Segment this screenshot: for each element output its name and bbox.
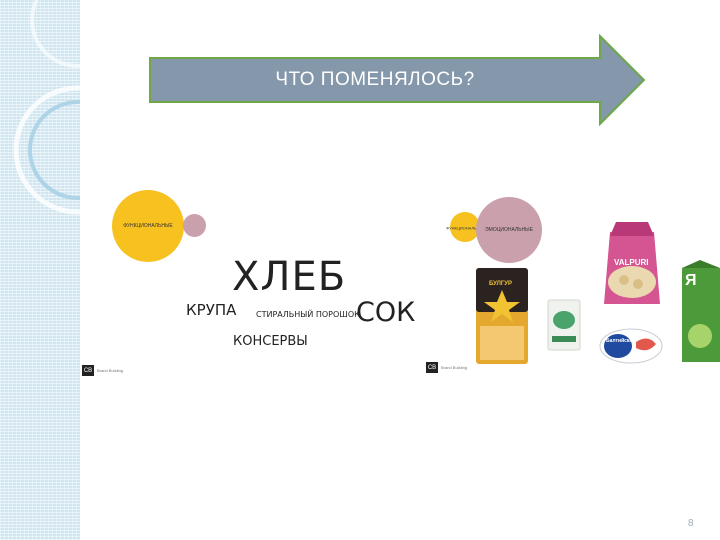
fish-label: Балтийская [606,338,636,344]
word-powder: СТИРАЛЬНЫЙ ПОРОШОК [256,310,360,319]
word-canned: КОНСЕРВЫ [233,334,308,349]
slide-title: ЧТО ПОМЕНЯЛОСЬ? [275,69,475,90]
functional-circle-label: ФУНКЦИОНАЛЬНЫЕ [123,223,173,229]
word-bread: ХЛЕБ [232,254,347,300]
decorative-arcs [13,0,80,215]
functional-circle-small [450,212,480,242]
juice-carton-label: Я [685,272,697,289]
bulgur-label: БУЛГУР [489,281,513,287]
side-decoration [0,0,80,540]
emotional-circle [476,197,542,263]
functional-circle-small-label: ФУНКЦИОНАЛЬНЫЕ [446,225,486,231]
functional-circle [112,190,184,262]
tea-package-image [547,299,581,351]
canned-fish-image [599,328,663,364]
emotional-circle-small [183,214,206,237]
juice-carton-image [682,260,720,362]
valpuri-label: VALPURI [614,258,649,267]
page-number: 8 [688,518,694,529]
emotional-circle-label: ЭМОЦИОНАЛЬНЫЕ [485,227,533,233]
brand-text: Brand Building [97,368,124,373]
valpuri-bag-image [604,222,660,304]
title-arrow [149,34,646,126]
bulgur-package-image [476,268,528,364]
word-juice: СОК [356,297,416,328]
brand-mark: CB [426,362,438,373]
brand-mark: CB [82,365,94,376]
brand-logo-left: CB Brand Building [82,365,123,376]
brand-text: Brand Building [441,365,468,370]
word-grain: КРУПА [186,301,237,319]
brand-logo-right: CB Brand Building [426,362,467,373]
